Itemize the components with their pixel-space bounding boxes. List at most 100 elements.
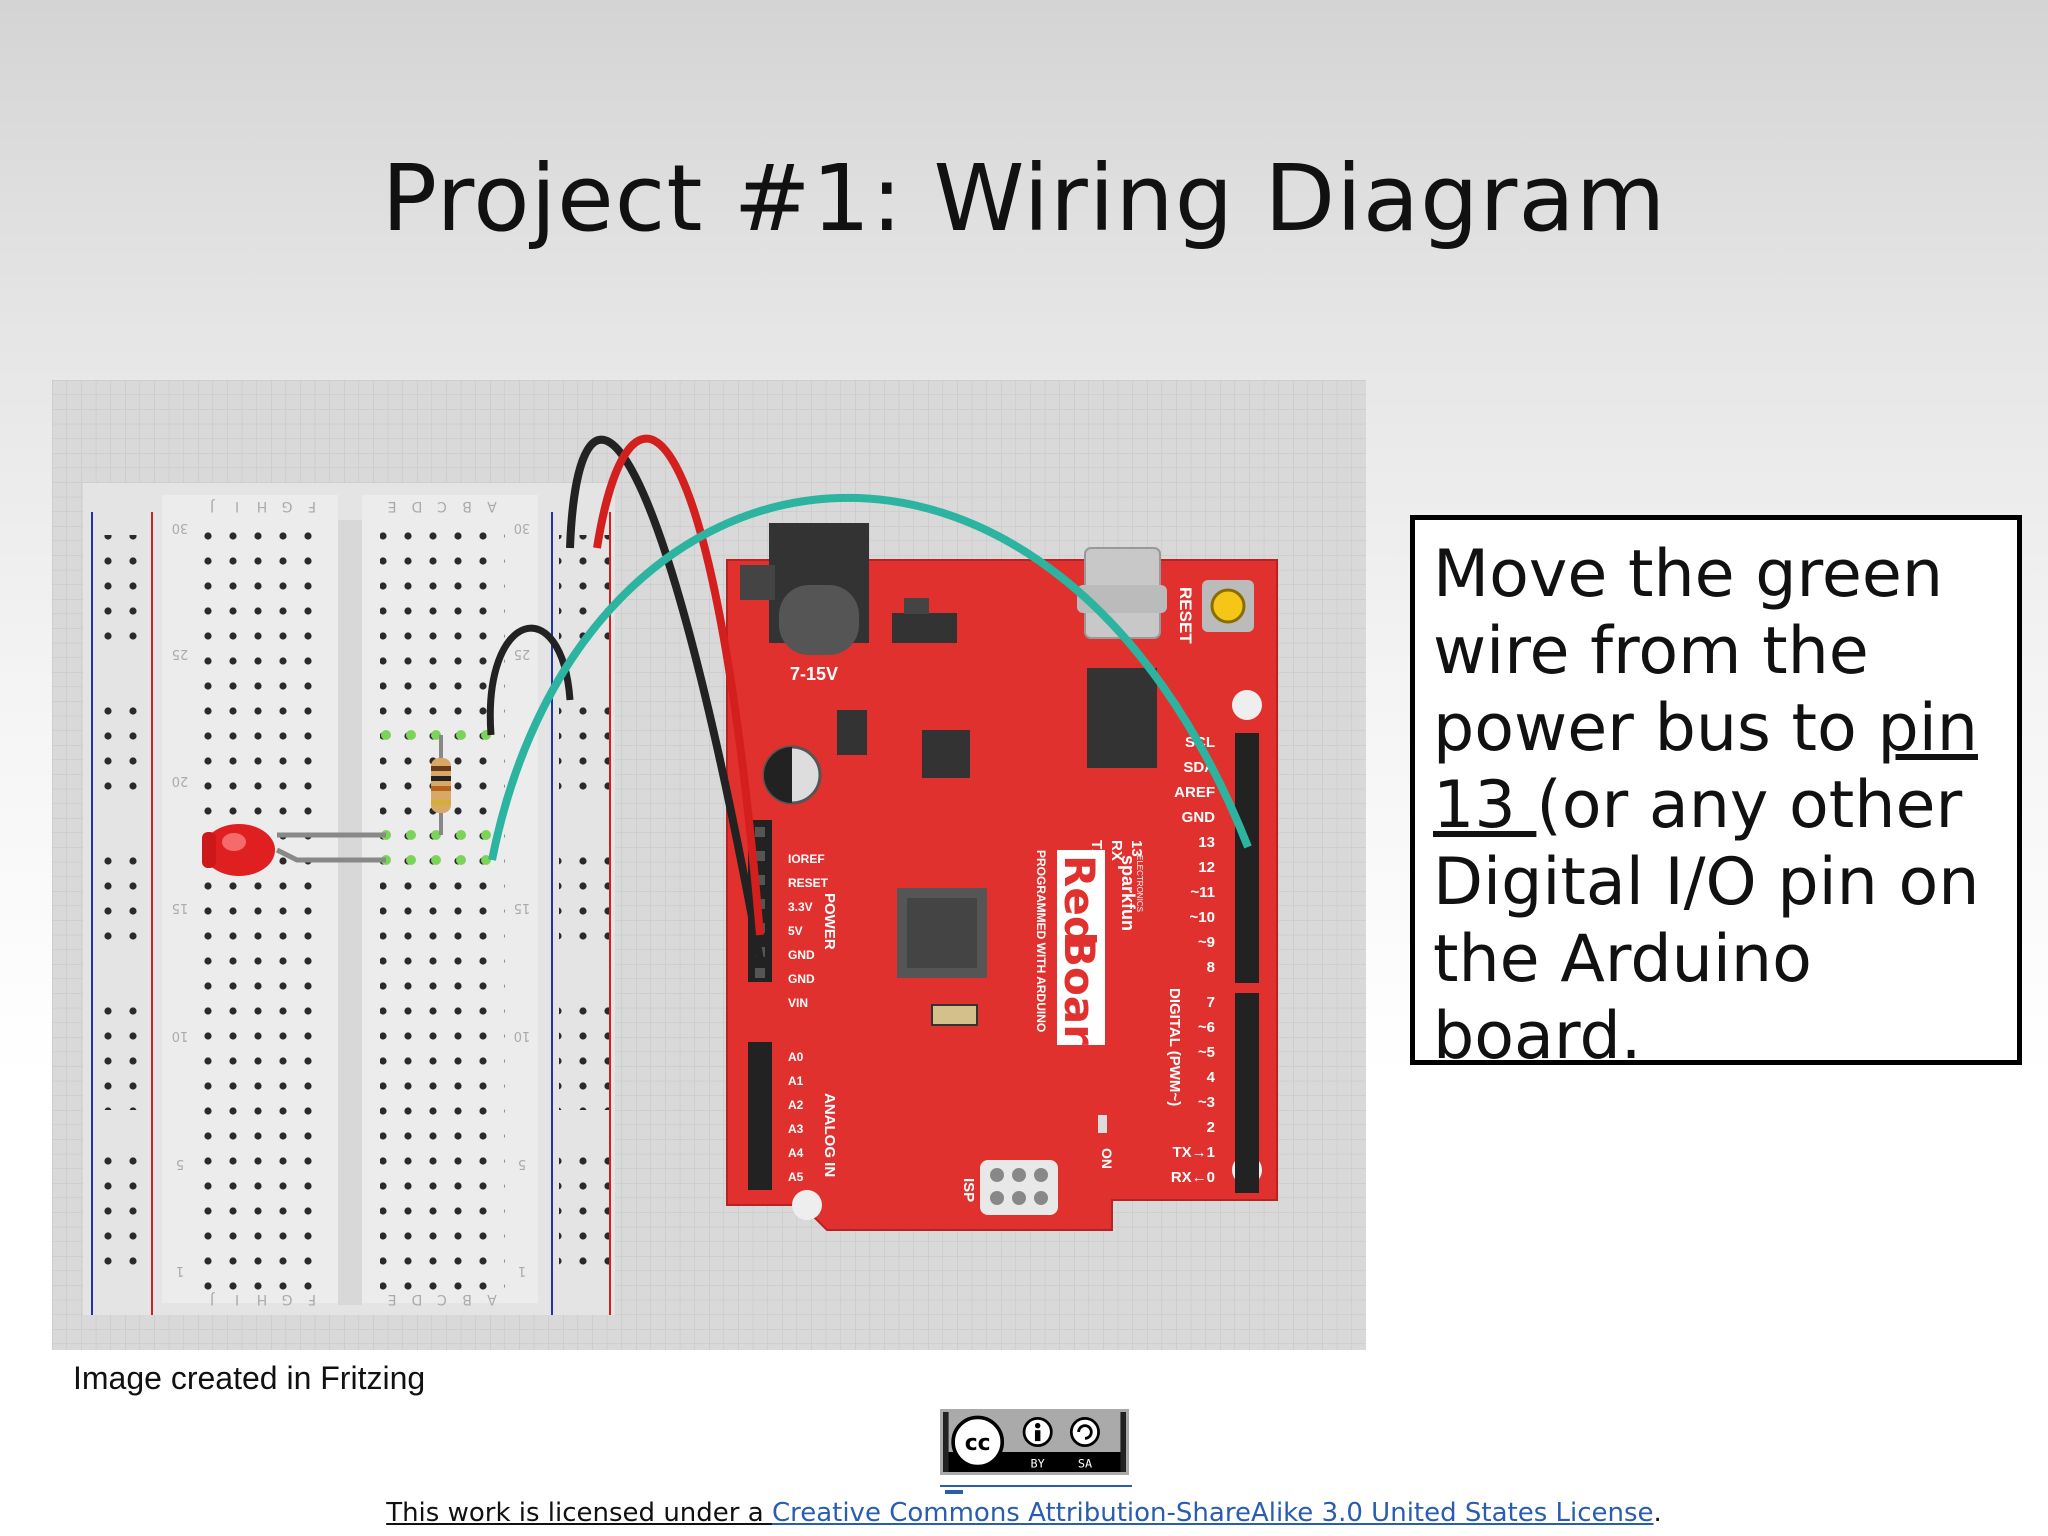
analog-pin-label: A4 [788, 1146, 804, 1160]
col-letter: F [308, 1291, 316, 1307]
col-letter: I [235, 498, 239, 514]
pin-13-link[interactable]: pin 13 [1433, 691, 1978, 843]
logo-board: Board [1055, 935, 1104, 1075]
redboard: 7-15V RESET ISP ON TX RX 13 [726, 523, 1278, 1231]
row-number: 20 [172, 773, 189, 788]
instruction-box: Move the green wire from the power bus t… [1410, 515, 2022, 1074]
row-number: 1 [176, 1263, 184, 1278]
badge-link-underline-tick [945, 1490, 963, 1494]
power-label: POWER [821, 893, 838, 950]
license-suffix: . [1653, 1498, 1662, 1528]
row-number: 25 [514, 646, 531, 661]
badge-link-underline [940, 1485, 1132, 1487]
row-number: 15 [172, 900, 189, 915]
digital-pin-label: 4 [1207, 1069, 1216, 1086]
digital-pin-label: ~10 [1190, 909, 1215, 926]
jack-label: 7-15V [790, 664, 838, 684]
cc-icon [951, 1415, 1005, 1469]
col-letter: G [282, 498, 293, 514]
wiring-diagram: J I H G F E D C B A J I H G F E D C B A … [52, 380, 1366, 1350]
col-letter: C [437, 498, 447, 514]
led13-label: 13 [1128, 840, 1145, 857]
power-pin-label: GND [788, 948, 815, 962]
col-letter: D [412, 498, 423, 514]
digital-pin-label: RX←0 [1171, 1169, 1215, 1186]
analog-pin-label: A0 [788, 1050, 804, 1064]
digital-label: DIGITAL (PWM~) [1166, 988, 1183, 1106]
digital-pin-label: ~3 [1198, 1094, 1215, 1111]
row-number: 5 [518, 1156, 526, 1171]
col-letter: I [235, 1291, 239, 1307]
row-number: 10 [514, 1028, 531, 1043]
analog-pin-label: A3 [788, 1122, 804, 1136]
digital-pin-label: ~9 [1198, 934, 1215, 951]
digital-pin-label: TX→1 [1172, 1144, 1215, 1161]
digital-pin-label: AREF [1174, 784, 1215, 801]
brand-sub-label: ELECTRONICS [1135, 855, 1144, 912]
sa-label: SA [1078, 1456, 1092, 1470]
digital-pin-label: 7 [1207, 994, 1215, 1011]
black-jumper-short [486, 624, 574, 736]
digital-pin-label: 12 [1198, 859, 1215, 876]
resistor [431, 735, 451, 835]
col-letter: E [388, 1291, 397, 1307]
power-pin-label: RESET [788, 876, 829, 890]
power-pin-label: VIN [788, 996, 808, 1010]
power-pin-label: 3.3V [788, 900, 813, 914]
col-letter: J [210, 498, 215, 514]
analog-label: ANALOG IN [821, 1093, 838, 1177]
row-number: 1 [518, 1263, 526, 1278]
col-letter: A [487, 498, 497, 514]
digital-pin-label: 2 [1207, 1119, 1215, 1136]
power-pin-label: IOREF [788, 852, 825, 866]
instruction-text-2: (or any other Digital I/O pin on the Ard… [1433, 768, 1980, 1074]
rx-label: RX [1108, 840, 1125, 861]
license-notice: This work is licensed under a Creative C… [0, 1498, 2048, 1528]
col-letter: B [462, 498, 472, 514]
col-letter: J [210, 1291, 215, 1307]
image-caption: Image created in Fritzing [73, 1360, 426, 1396]
digital-pin-label: GND [1182, 809, 1216, 826]
row-number: 10 [172, 1028, 189, 1043]
col-letter: E [388, 498, 397, 514]
cc-license-badge[interactable]: cc BY SA [940, 1409, 1129, 1475]
col-letter: H [257, 1291, 268, 1307]
digital-pin-label: ~6 [1198, 1019, 1215, 1036]
license-link[interactable]: Creative Commons Attribution-ShareAlike … [771, 1498, 1654, 1528]
col-letter: B [462, 1291, 472, 1307]
digital-pin-label: ~5 [1198, 1044, 1215, 1061]
black-wire-long [566, 435, 764, 961]
row-number: 5 [176, 1156, 184, 1171]
red-wire [593, 434, 764, 936]
logo-subtitle: PROGRAMMED WITH ARDUINO [1034, 850, 1048, 1032]
col-letter: G [282, 1291, 293, 1307]
col-letter: A [487, 1291, 497, 1307]
brand-label: sparkfun [1118, 855, 1138, 931]
instruction-text-1: Move the green wire from the power bus t… [1433, 537, 1944, 766]
red-led [202, 824, 386, 876]
breadboard: J I H G F E D C B A J I H G F E D C B A … [83, 483, 615, 1315]
on-label: ON [1099, 1148, 1115, 1169]
reset-label: RESET [1176, 587, 1195, 644]
analog-pin-label: A1 [788, 1074, 804, 1088]
isp-label: ISP [960, 1178, 977, 1202]
col-letter: F [308, 498, 316, 514]
power-pin-label: 5V [788, 924, 803, 938]
digital-pin-label: ~11 [1190, 884, 1215, 901]
row-number: 30 [172, 520, 189, 535]
row-number: 30 [514, 520, 531, 535]
col-letter: H [257, 498, 268, 514]
col-letter: C [437, 1291, 447, 1307]
sa-icon [1069, 1417, 1100, 1447]
by-label: BY [1031, 1456, 1045, 1470]
power-pin-label: GND [788, 972, 815, 986]
analog-pin-label: A2 [788, 1098, 804, 1112]
slide-title: Project #1: Wiring Diagram [381, 145, 1667, 252]
digital-pin-label: 13 [1198, 834, 1215, 851]
col-letter: D [412, 1291, 423, 1307]
analog-pin-label: A5 [788, 1170, 804, 1184]
green-wire [488, 493, 1252, 861]
logo-red: Red [1055, 855, 1104, 946]
svg-text:cc: cc [965, 1431, 991, 1456]
row-number: 25 [172, 646, 189, 661]
